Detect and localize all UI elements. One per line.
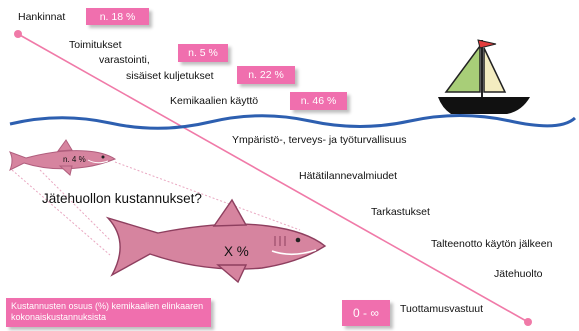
guide-line xyxy=(11,169,111,256)
hidden-cost-label: Hätätilannevalmiudet xyxy=(299,170,398,182)
hidden-cost-label: Talteenotto käytön jälkeen xyxy=(431,238,553,250)
hidden-cost-label: Jätehuolto xyxy=(494,268,543,280)
cost-label-kemikaalien-kaytto: Kemikaalien käyttö xyxy=(170,95,259,107)
cost-timeline-line xyxy=(17,33,529,323)
guide-line xyxy=(114,161,301,231)
hidden-cost-label: Ympäristö-, terveys- ja työturvallisuus xyxy=(232,134,407,146)
hidden-cost-label: Tarkastukset xyxy=(371,206,430,218)
cost-label-toimitukset: Toimitukset xyxy=(69,39,122,51)
waterline xyxy=(9,114,577,130)
big-shark-label: X % xyxy=(224,244,249,259)
cost-label-varastointi: varastointi, xyxy=(99,54,150,66)
timeline-start-dot xyxy=(14,30,22,38)
small-shark-label: n. 4 % xyxy=(63,155,86,164)
cost-label-kuljetukset: sisäiset kuljetukset xyxy=(126,70,214,82)
big-shark-icon xyxy=(105,198,327,284)
footnote-box: Kustannusten osuus (%) kemikaalien elink… xyxy=(6,298,211,327)
liability-box: 0 - ∞ xyxy=(342,300,390,326)
percent-box-kemikaalien-kaytto: n. 46 % xyxy=(290,92,347,110)
guide-line xyxy=(39,169,111,241)
percent-box-kuljetukset: n. 22 % xyxy=(237,66,295,84)
cost-label-hankinnat: Hankinnat xyxy=(18,11,66,23)
small-shark-icon xyxy=(8,139,117,176)
percent-box-varastointi: n. 5 % xyxy=(178,44,228,62)
waste-question: Jätehuollon kustannukset? xyxy=(42,191,202,206)
sailboat-icon xyxy=(438,39,530,114)
hidden-cost-label: Tuottamusvastuut xyxy=(400,303,484,315)
percent-box-hankinnat: n. 18 % xyxy=(86,8,149,25)
timeline-end-dot xyxy=(524,318,532,326)
